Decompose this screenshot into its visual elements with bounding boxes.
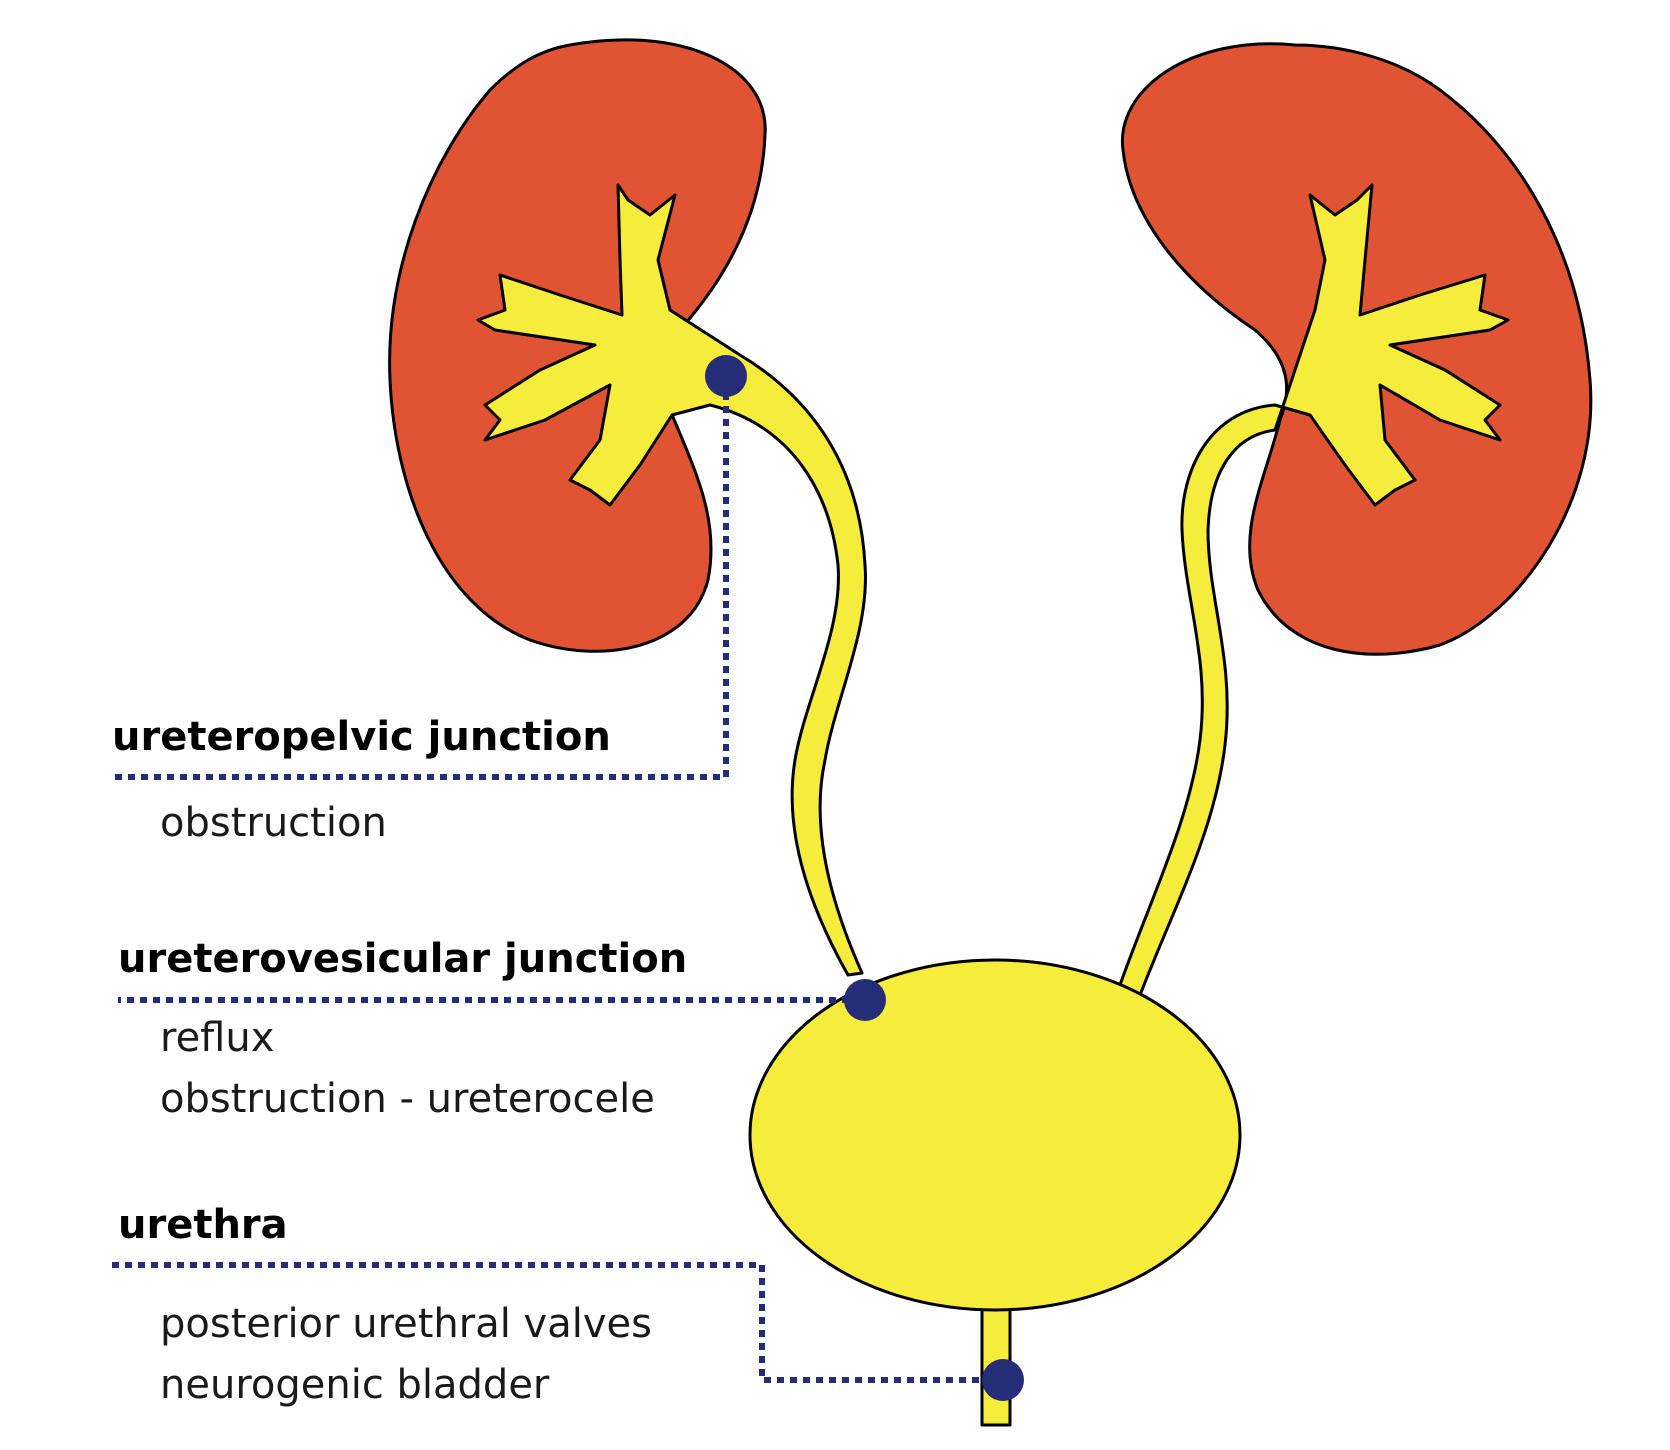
ureterovesicular-junction-title: ureterovesicular junction xyxy=(118,936,687,982)
leader-line-urethra xyxy=(112,1262,1000,1383)
leader-line-ureteropelvic xyxy=(112,380,729,780)
ureterovesicular-junction-marker xyxy=(844,979,886,1021)
left-renal-pelvis xyxy=(476,183,867,977)
urethra-marker xyxy=(982,1359,1024,1401)
ureteropelvic-junction-marker xyxy=(705,355,747,397)
right-renal-pelvis xyxy=(1118,183,1510,997)
urethra-condition-2: neurogenic bladder xyxy=(160,1362,550,1408)
ureteropelvic-junction-condition-1: obstruction xyxy=(160,800,387,846)
ureterovesicular-junction-condition-1: reflux xyxy=(160,1015,274,1061)
urethra-title: urethra xyxy=(118,1202,288,1248)
left-kidney xyxy=(388,38,767,653)
ureterovesicular-junction-condition-2: obstruction - ureterocele xyxy=(160,1076,655,1122)
ureteropelvic-junction-title: ureteropelvic junction xyxy=(112,714,611,760)
urethra-condition-1: posterior urethral valves xyxy=(160,1301,652,1347)
bladder xyxy=(748,958,1242,1312)
